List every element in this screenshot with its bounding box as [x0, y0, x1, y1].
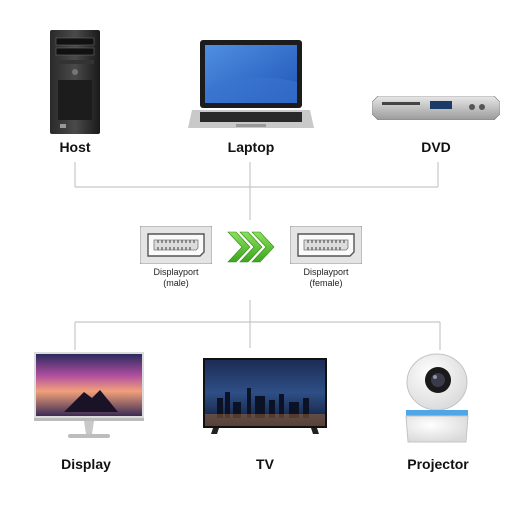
monitor-icon	[34, 352, 144, 442]
dvd-player-icon	[372, 96, 500, 120]
output-label-tv: TV	[256, 456, 274, 472]
projector-icon	[402, 352, 472, 446]
source-label-dvd: DVD	[421, 139, 451, 155]
male-connector-name: Displayport	[153, 267, 199, 277]
source-label-host: Host	[59, 139, 91, 155]
female-connector-name: Displayport	[303, 267, 349, 277]
tv-icon	[203, 358, 327, 434]
male-connector-label: Displayport (male)	[131, 267, 221, 289]
female-connector-type: (female)	[309, 278, 343, 288]
source-label-laptop: Laptop	[227, 139, 275, 155]
displayport-female-connector	[290, 226, 362, 264]
direction-arrows-icon	[226, 230, 278, 264]
female-connector-label: Displayport (female)	[281, 267, 371, 289]
male-connector-type: (male)	[163, 278, 189, 288]
desktop-tower-icon	[50, 30, 100, 134]
laptop-icon	[188, 40, 314, 132]
displayport-male-connector	[140, 226, 212, 264]
output-label-projector: Projector	[407, 456, 469, 472]
output-label-display: Display	[61, 456, 111, 472]
